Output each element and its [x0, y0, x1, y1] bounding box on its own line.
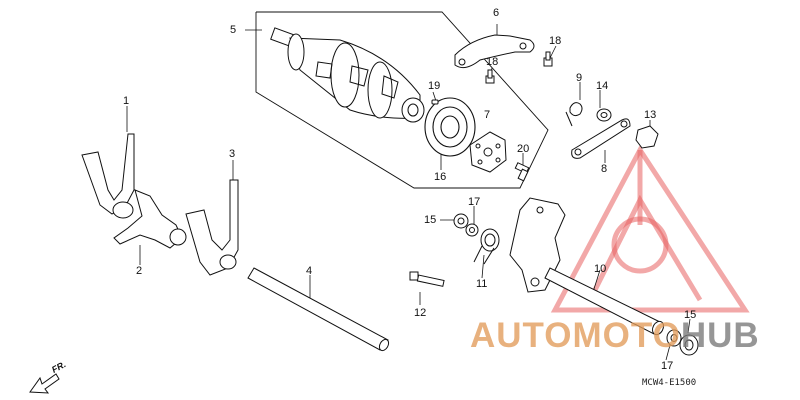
callout-13: 13: [644, 109, 657, 121]
shift-forks: [81, 133, 239, 276]
watermark-logo: [550, 145, 750, 313]
shift-fork-shaft: [247, 267, 390, 352]
seal-washer-top: [453, 213, 479, 237]
return-spring: [473, 228, 500, 265]
callout-2: 2: [136, 265, 143, 277]
bearing: [424, 97, 476, 157]
callout-18-left: 18: [486, 56, 499, 68]
callout-6: 6: [493, 7, 500, 19]
callout-10: 10: [594, 263, 607, 275]
callout-9: 9: [576, 72, 583, 84]
callout-20: 20: [517, 143, 530, 155]
pin-12: [409, 271, 445, 287]
callout-19: 19: [428, 80, 441, 92]
gearshift-spindle: [509, 197, 665, 336]
shift-drum-box: [255, 11, 549, 189]
callout-5: 5: [230, 24, 237, 36]
callout-8: 8: [601, 163, 608, 175]
drum-center: [469, 131, 507, 173]
seal-washer-bottom: [666, 329, 699, 356]
watermark-main: AUTOMOTO: [470, 316, 681, 355]
callout-16: 16: [434, 171, 447, 183]
bolts-18: [485, 51, 553, 84]
watermark-text: AUTOMOTOHUB: [470, 318, 760, 353]
front-arrow-icon: [29, 373, 60, 394]
pin-19: [431, 99, 439, 105]
callout-18-right: 18: [549, 35, 562, 47]
stopper-arm-group: [565, 102, 659, 159]
callout-17-bottom: 17: [661, 360, 674, 372]
callout-1: 1: [123, 95, 130, 107]
bolt-20: [514, 162, 530, 182]
stopper-plate: [454, 34, 535, 69]
diagram-code: MCW4-E1500: [642, 378, 697, 388]
watermark-tail: HUB: [680, 316, 760, 355]
callout-12: 12: [414, 307, 427, 319]
callout-4: 4: [306, 265, 313, 277]
callout-15-bottom: 15: [684, 309, 697, 321]
callout-15-top: 15: [424, 214, 437, 226]
shift-drum: [270, 27, 425, 123]
callout-14: 14: [596, 80, 609, 92]
callout-17-top: 17: [468, 196, 481, 208]
callout-7: 7: [484, 109, 491, 121]
callout-11: 11: [476, 278, 488, 290]
callout-3: 3: [229, 148, 236, 160]
